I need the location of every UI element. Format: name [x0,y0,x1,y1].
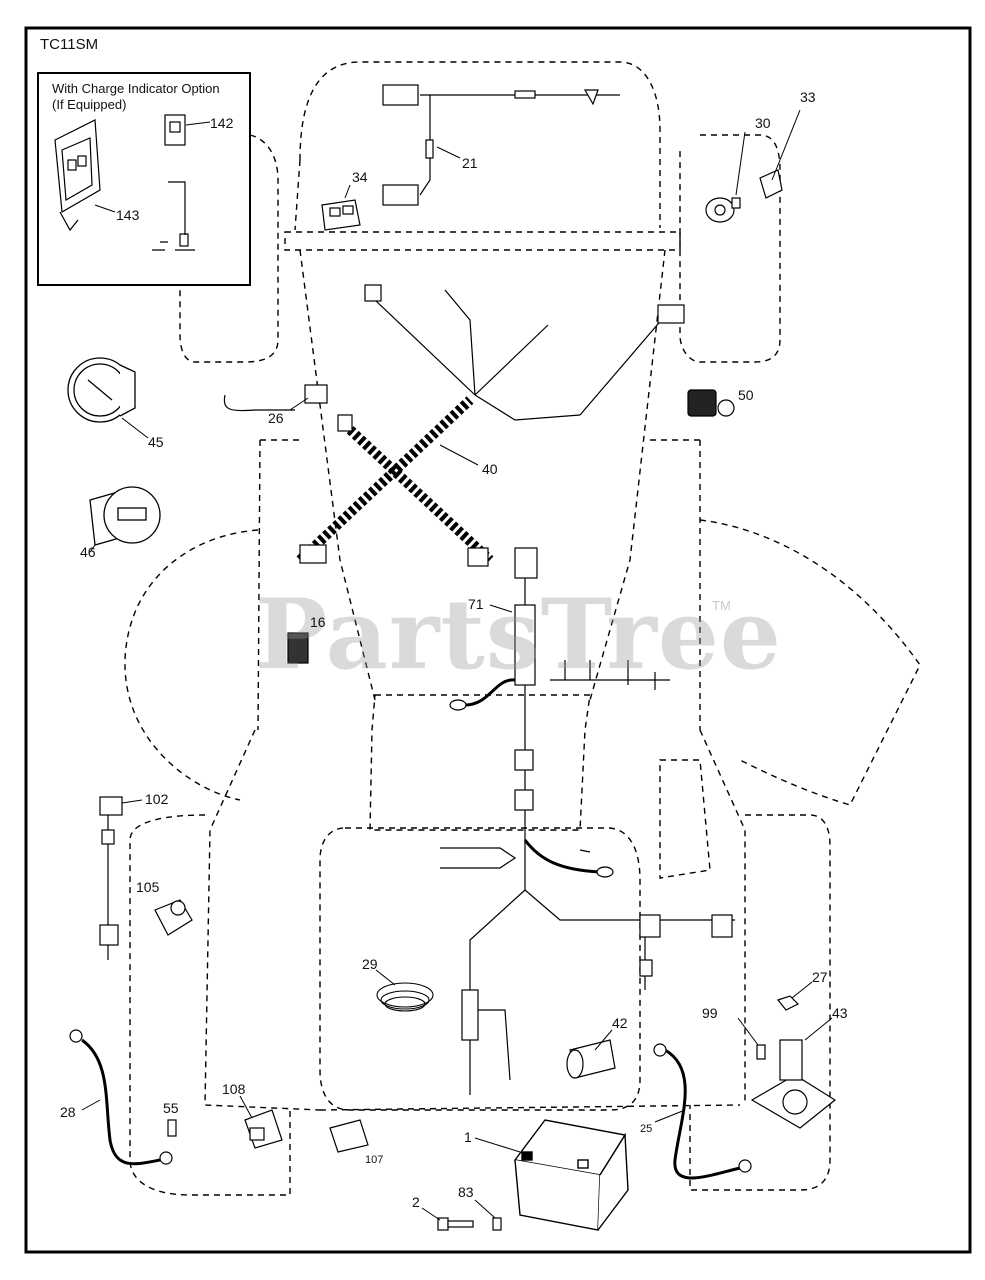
leader-99 [737,1017,759,1046]
bolt-99-icon [756,1044,766,1060]
fuse-holder-102-icon [99,796,123,960]
callout-1: 1 [464,1129,472,1145]
switch-105-icon [154,899,193,936]
callout-33: 33 [800,89,816,105]
callout-16: 16 [310,614,326,630]
callout-40: 40 [482,461,498,477]
nut-27-icon [776,995,800,1011]
leader-83 [474,1199,496,1219]
charge-indicator-inset [37,72,251,286]
callout-2: 2 [412,1194,420,1210]
callout-25: 25 [640,1123,653,1135]
leader-71 [489,604,513,613]
callout-28: 28 [60,1104,76,1120]
diagram-border [24,26,972,1254]
terminal-boot-42-icon [566,1039,616,1079]
inset-title-line2: (If Equipped) [52,97,127,112]
headlight-harness-21 [382,84,620,206]
charge-indicator-143-icon [54,119,101,232]
relay-107-icon [329,1119,369,1153]
callout-26: 26 [268,410,284,426]
callout-102: 102 [145,791,169,807]
leader-40 [439,444,479,466]
callout-108: 108 [222,1081,246,1097]
callout-46: 46 [80,544,96,560]
leader-1 [474,1137,521,1153]
bolt-2-icon [437,1217,474,1231]
nut-83-icon [492,1217,502,1231]
leader-28 [81,1099,101,1111]
leader-43 [804,1017,833,1041]
main-harness-40 [296,284,685,567]
watermark: PartsTree [255,578,782,691]
leader-102 [121,799,143,804]
battery-cable-28 [69,1029,173,1166]
wire-tie-29-icon [376,982,434,1012]
leader-21 [436,146,461,159]
callout-71: 71 [468,596,484,612]
callout-21: 21 [462,155,478,171]
callout-30: 30 [755,115,771,131]
trademark: TM [712,598,731,613]
leader-143 [94,204,116,213]
callout-143: 143 [116,207,140,223]
starter-solenoid-43-icon [750,1039,837,1129]
callout-105: 105 [136,879,160,895]
leader-27 [791,981,813,999]
callout-83: 83 [458,1184,474,1200]
model-code: TC11SM [40,36,99,53]
battery-cable-25 [653,1043,752,1180]
callout-27: 27 [812,969,828,985]
ignition-switch-30-icon [705,197,741,223]
switch-34-icon [321,199,361,231]
leader-25 [654,1109,686,1123]
callout-107: 107 [365,1154,384,1166]
tractor-outline [124,61,921,1196]
screw-55-icon [167,1119,177,1137]
connector-142-icon [164,114,186,146]
callout-45: 45 [148,434,164,450]
callout-50: 50 [738,387,754,403]
callout-34: 34 [352,169,368,185]
leader-26 [289,397,309,411]
switch-50-icon [687,389,735,417]
inset-title-line1: With Charge Indicator Option [52,81,220,96]
ignition-key-33-icon [759,169,783,199]
leader-29 [375,969,396,986]
callout-142: 142 [210,115,234,131]
leader-45 [121,417,149,439]
callout-55: 55 [163,1100,179,1116]
leader-142 [185,121,211,126]
callout-42: 42 [612,1015,628,1031]
battery-1-icon [513,1119,629,1231]
inset-wire-harness [152,181,195,251]
seat-harness-71 [440,547,735,1095]
leader-30 [735,131,746,196]
bracket-108-icon [244,1109,283,1149]
leader-33 [771,109,801,181]
hour-meter-46-icon [89,486,161,546]
leader-46 [89,544,96,553]
leader-34 [344,184,351,199]
leader-2 [421,1207,441,1221]
leader-42 [594,1029,613,1051]
hour-meter-45-icon [67,357,136,423]
inset-title: With Charge Indicator Option (If Equippe… [52,81,220,113]
callout-29: 29 [362,956,378,972]
leader-108 [239,1095,253,1119]
callout-99: 99 [702,1005,718,1021]
relay-26-icon [223,384,328,412]
callout-43: 43 [832,1005,848,1021]
switch-16-icon [287,632,309,664]
